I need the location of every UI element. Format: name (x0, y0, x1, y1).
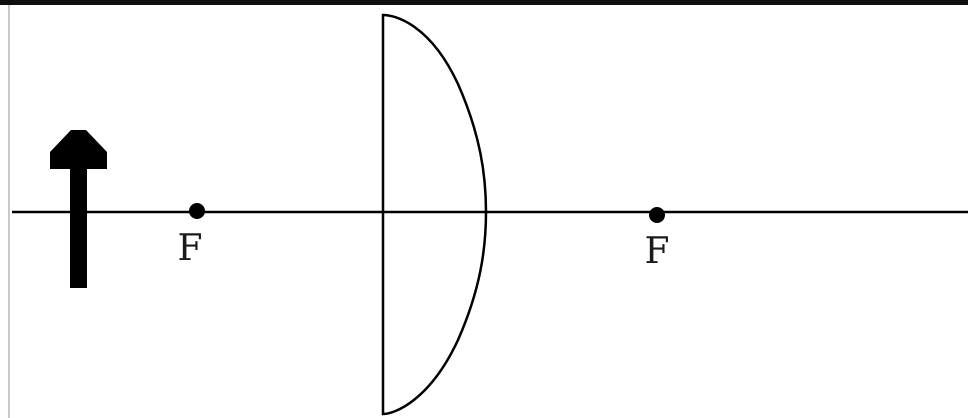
focal-point-right (649, 207, 665, 223)
top-border (0, 0, 968, 5)
focal-point-left (189, 203, 205, 219)
focal-label-left: F (178, 228, 203, 269)
plano-convex-lens (381, 13, 488, 416)
left-border (8, 5, 10, 418)
object-arrow-shaft (70, 152, 87, 288)
focal-label-right: F (645, 231, 670, 272)
object-arrow (50, 130, 107, 288)
object-arrow-head (50, 130, 107, 169)
